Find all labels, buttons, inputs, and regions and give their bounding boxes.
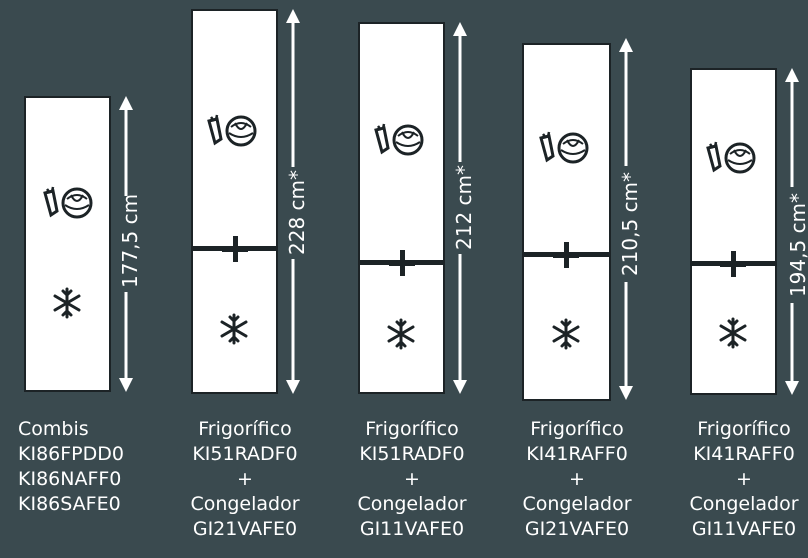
caption-line: KI86SAFE0 (18, 493, 121, 515)
caption-line: GI11VAFE0 (359, 518, 465, 540)
model-caption: Frigorífico KI41RAFF0 + Congelador GI21V… (517, 417, 637, 542)
caption-line: + (404, 468, 420, 490)
caption-line: + (569, 468, 585, 490)
caption-line: Frigorífico (365, 418, 459, 440)
caption-line: Congelador (689, 493, 799, 515)
vegetables-icon (706, 141, 756, 174)
combi-body (24, 96, 111, 392)
vegetables-icon (539, 131, 589, 164)
caption-line: KI51RADF0 (359, 443, 465, 465)
snowflake-icon (719, 317, 747, 349)
snowflake-icon (387, 318, 415, 350)
model-caption: Combis KI86FPDD0 KI86NAFF0 KI86SAFE0 (18, 417, 124, 517)
snowflake-icon (552, 318, 580, 350)
plus-icon (553, 242, 579, 268)
vegetables-icon (374, 123, 424, 156)
caption-line: Congelador (357, 493, 467, 515)
caption-line: GI21VAFE0 (192, 518, 298, 540)
plus-icon (222, 236, 248, 262)
plus-icon (720, 251, 746, 277)
caption-line: + (736, 468, 752, 490)
snowflake-icon (53, 287, 81, 319)
caption-line: Frigorífico (198, 418, 292, 440)
caption-line: Frigorífico (530, 418, 624, 440)
height-label: 194,5 cm* (786, 187, 808, 303)
caption-line: + (237, 468, 253, 490)
caption-line: KI86FPDD0 (18, 443, 124, 465)
snowflake-icon (220, 313, 248, 345)
model-caption: Frigorífico KI41RAFF0 + Congelador GI11V… (684, 417, 804, 542)
caption-line: KI41RAFF0 (526, 443, 628, 465)
model-caption: Frigorífico KI51RADF0 + Congelador GI21V… (185, 417, 305, 542)
plus-icon (389, 250, 415, 276)
vegetables-icon (43, 186, 93, 219)
caption-line: KI51RADF0 (192, 443, 298, 465)
caption-line: KI86NAFF0 (18, 468, 122, 490)
vegetables-icon (207, 114, 257, 147)
fridge-body (358, 22, 445, 394)
model-caption: Frigorífico KI51RADF0 + Congelador GI11V… (352, 417, 472, 542)
caption-line: Congelador (522, 493, 632, 515)
caption-line: Congelador (190, 493, 300, 515)
caption-line: Combis (18, 418, 89, 440)
caption-line: GI11VAFE0 (691, 518, 797, 540)
caption-line: Frigorífico (697, 418, 791, 440)
caption-line: KI41RAFF0 (693, 443, 795, 465)
caption-line: GI21VAFE0 (524, 518, 630, 540)
